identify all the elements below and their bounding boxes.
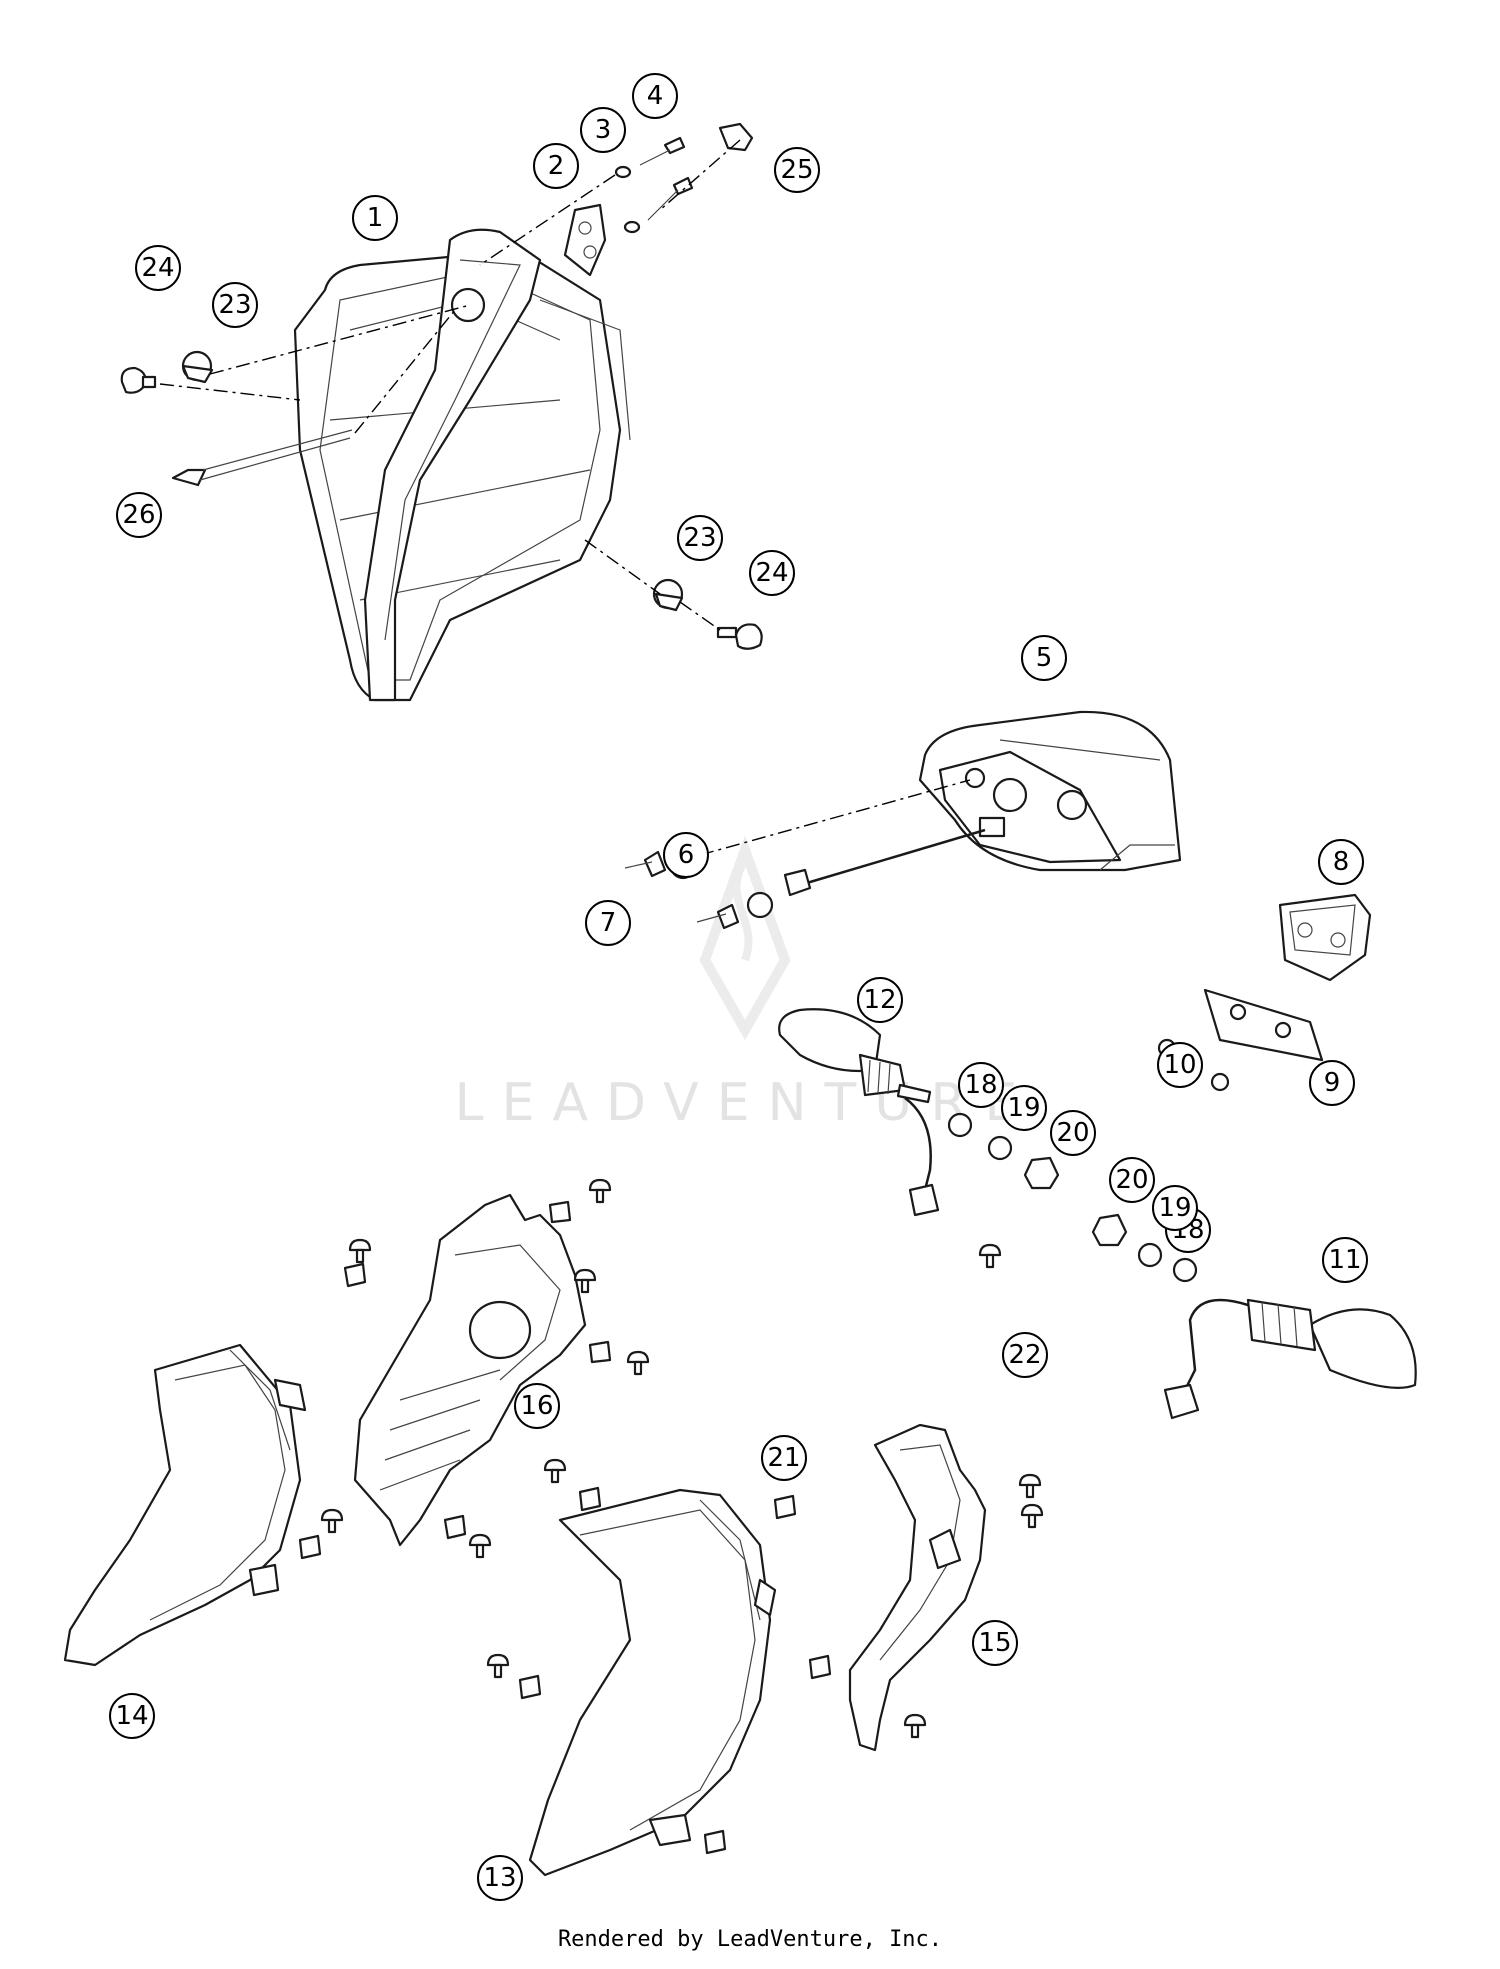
svg-text:9: 9 <box>1324 1068 1341 1098</box>
svg-text:20: 20 <box>1115 1165 1148 1195</box>
svg-text:8: 8 <box>1333 847 1350 877</box>
svg-text:24: 24 <box>141 253 174 283</box>
signal-washers-nuts <box>947 1112 1198 1283</box>
callout-11: 11 <box>1322 1237 1368 1283</box>
callout-18-upper: 18 <box>958 1062 1004 1108</box>
callout-2: 2 <box>533 143 579 189</box>
callout-5: 5 <box>1021 635 1067 681</box>
callout-20-upper: 20 <box>1050 1110 1096 1156</box>
turn-signal-left <box>778 1008 940 1217</box>
svg-text:10: 10 <box>1163 1050 1196 1080</box>
svg-text:15: 15 <box>978 1628 1011 1658</box>
callout-14: 14 <box>109 1693 155 1739</box>
callout-1: 1 <box>352 195 398 241</box>
mounting-hardware-right <box>584 539 763 650</box>
front-cover-lower <box>528 1488 777 1877</box>
callout-15: 15 <box>972 1620 1018 1666</box>
license-plate-light <box>1157 893 1372 1092</box>
svg-text:12: 12 <box>863 985 896 1015</box>
svg-text:11: 11 <box>1328 1245 1361 1275</box>
footer-credit: Rendered by LeadVenture, Inc. <box>557 1927 943 1952</box>
svg-text:19: 19 <box>1007 1093 1040 1123</box>
svg-text:18: 18 <box>964 1070 997 1100</box>
callout-4: 4 <box>632 73 678 119</box>
mounting-hardware-left <box>120 304 471 487</box>
svg-text:3: 3 <box>595 115 612 145</box>
svg-text:20: 20 <box>1056 1118 1089 1148</box>
svg-text:14: 14 <box>115 1701 148 1731</box>
svg-text:4: 4 <box>647 81 664 111</box>
svg-text:7: 7 <box>600 908 617 938</box>
callout-6: 6 <box>663 832 709 878</box>
callout-23-left: 23 <box>212 282 258 328</box>
callout-7: 7 <box>585 900 631 946</box>
svg-text:1: 1 <box>367 203 384 233</box>
callout-labels: 1 2 3 4 5 6 7 8 9 10 11 12 13 14 15 16 1… <box>109 73 1368 1901</box>
svg-text:23: 23 <box>218 290 251 320</box>
svg-text:19: 19 <box>1158 1193 1191 1223</box>
callout-3: 3 <box>580 107 626 153</box>
side-cover-left <box>63 1343 307 1667</box>
callout-16: 16 <box>514 1383 560 1429</box>
headlight-bracket <box>353 1193 587 1547</box>
svg-text:21: 21 <box>767 1443 800 1473</box>
svg-text:16: 16 <box>520 1391 553 1421</box>
svg-text:22: 22 <box>1008 1340 1041 1370</box>
svg-text:2: 2 <box>548 151 565 181</box>
callout-21: 21 <box>761 1435 807 1481</box>
callout-26: 26 <box>116 492 162 538</box>
turn-signal-right <box>1163 1298 1417 1420</box>
svg-text:24: 24 <box>755 558 788 588</box>
callout-13: 13 <box>477 1855 523 1901</box>
svg-text:6: 6 <box>678 840 695 870</box>
callout-10: 10 <box>1157 1042 1203 1088</box>
svg-text:26: 26 <box>122 500 155 530</box>
callout-23-right: 23 <box>677 515 723 561</box>
callout-9: 9 <box>1309 1060 1355 1106</box>
callout-8: 8 <box>1318 839 1364 885</box>
clips-and-screws <box>298 1178 1044 1855</box>
callout-22: 22 <box>1002 1332 1048 1378</box>
callout-19-upper: 19 <box>1001 1085 1047 1131</box>
watermark: LEADVENTURE <box>455 835 1017 1133</box>
side-bracket-right <box>848 1423 987 1752</box>
svg-text:13: 13 <box>483 1863 516 1893</box>
callout-24-right: 24 <box>749 550 795 596</box>
callout-24-left: 24 <box>135 245 181 291</box>
svg-text:23: 23 <box>683 523 716 553</box>
callout-25: 25 <box>774 147 820 193</box>
svg-text:25: 25 <box>780 155 813 185</box>
callout-12: 12 <box>857 977 903 1023</box>
svg-text:5: 5 <box>1036 643 1053 673</box>
callout-19-lower: 19 <box>1152 1185 1198 1231</box>
callout-20-lower: 20 <box>1109 1157 1155 1203</box>
headlight-assembly <box>293 228 631 702</box>
headlight-connector-bracket <box>479 122 754 277</box>
tail-light-assembly <box>699 710 1182 897</box>
